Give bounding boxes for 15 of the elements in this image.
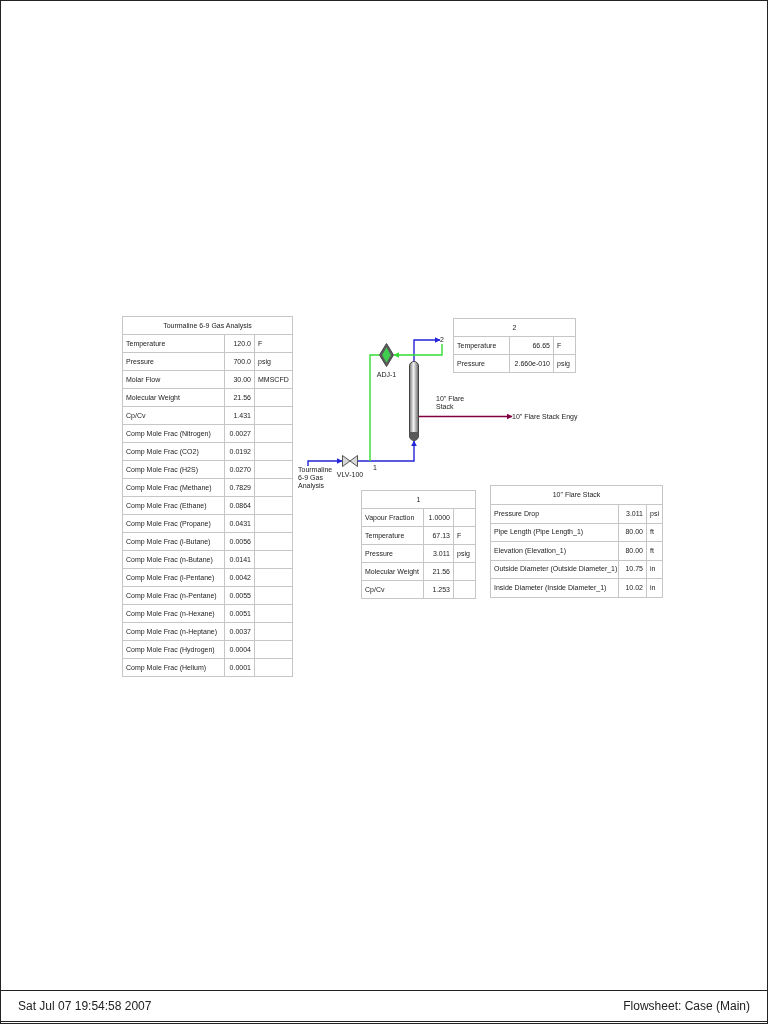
- footer-text: Sat Jul 07 19:54:58 2007: [18, 999, 152, 1013]
- data-table: [361, 490, 477, 599]
- arrow: [357, 440, 417, 462]
- data-table: [453, 318, 577, 373]
- connector-line: [369, 354, 380, 462]
- data-table: [490, 485, 663, 598]
- flare-stack-vessel: [409, 361, 419, 441]
- adjuster-diamond: [379, 343, 394, 367]
- arrow: [393, 343, 443, 358]
- arrow: [307, 458, 343, 467]
- arrow: [413, 337, 441, 362]
- valve-symbol: [342, 455, 358, 467]
- arrow: [418, 413, 513, 420]
- footer-text: Flowsheet: Case (Main): [623, 999, 750, 1013]
- data-table: [122, 316, 293, 677]
